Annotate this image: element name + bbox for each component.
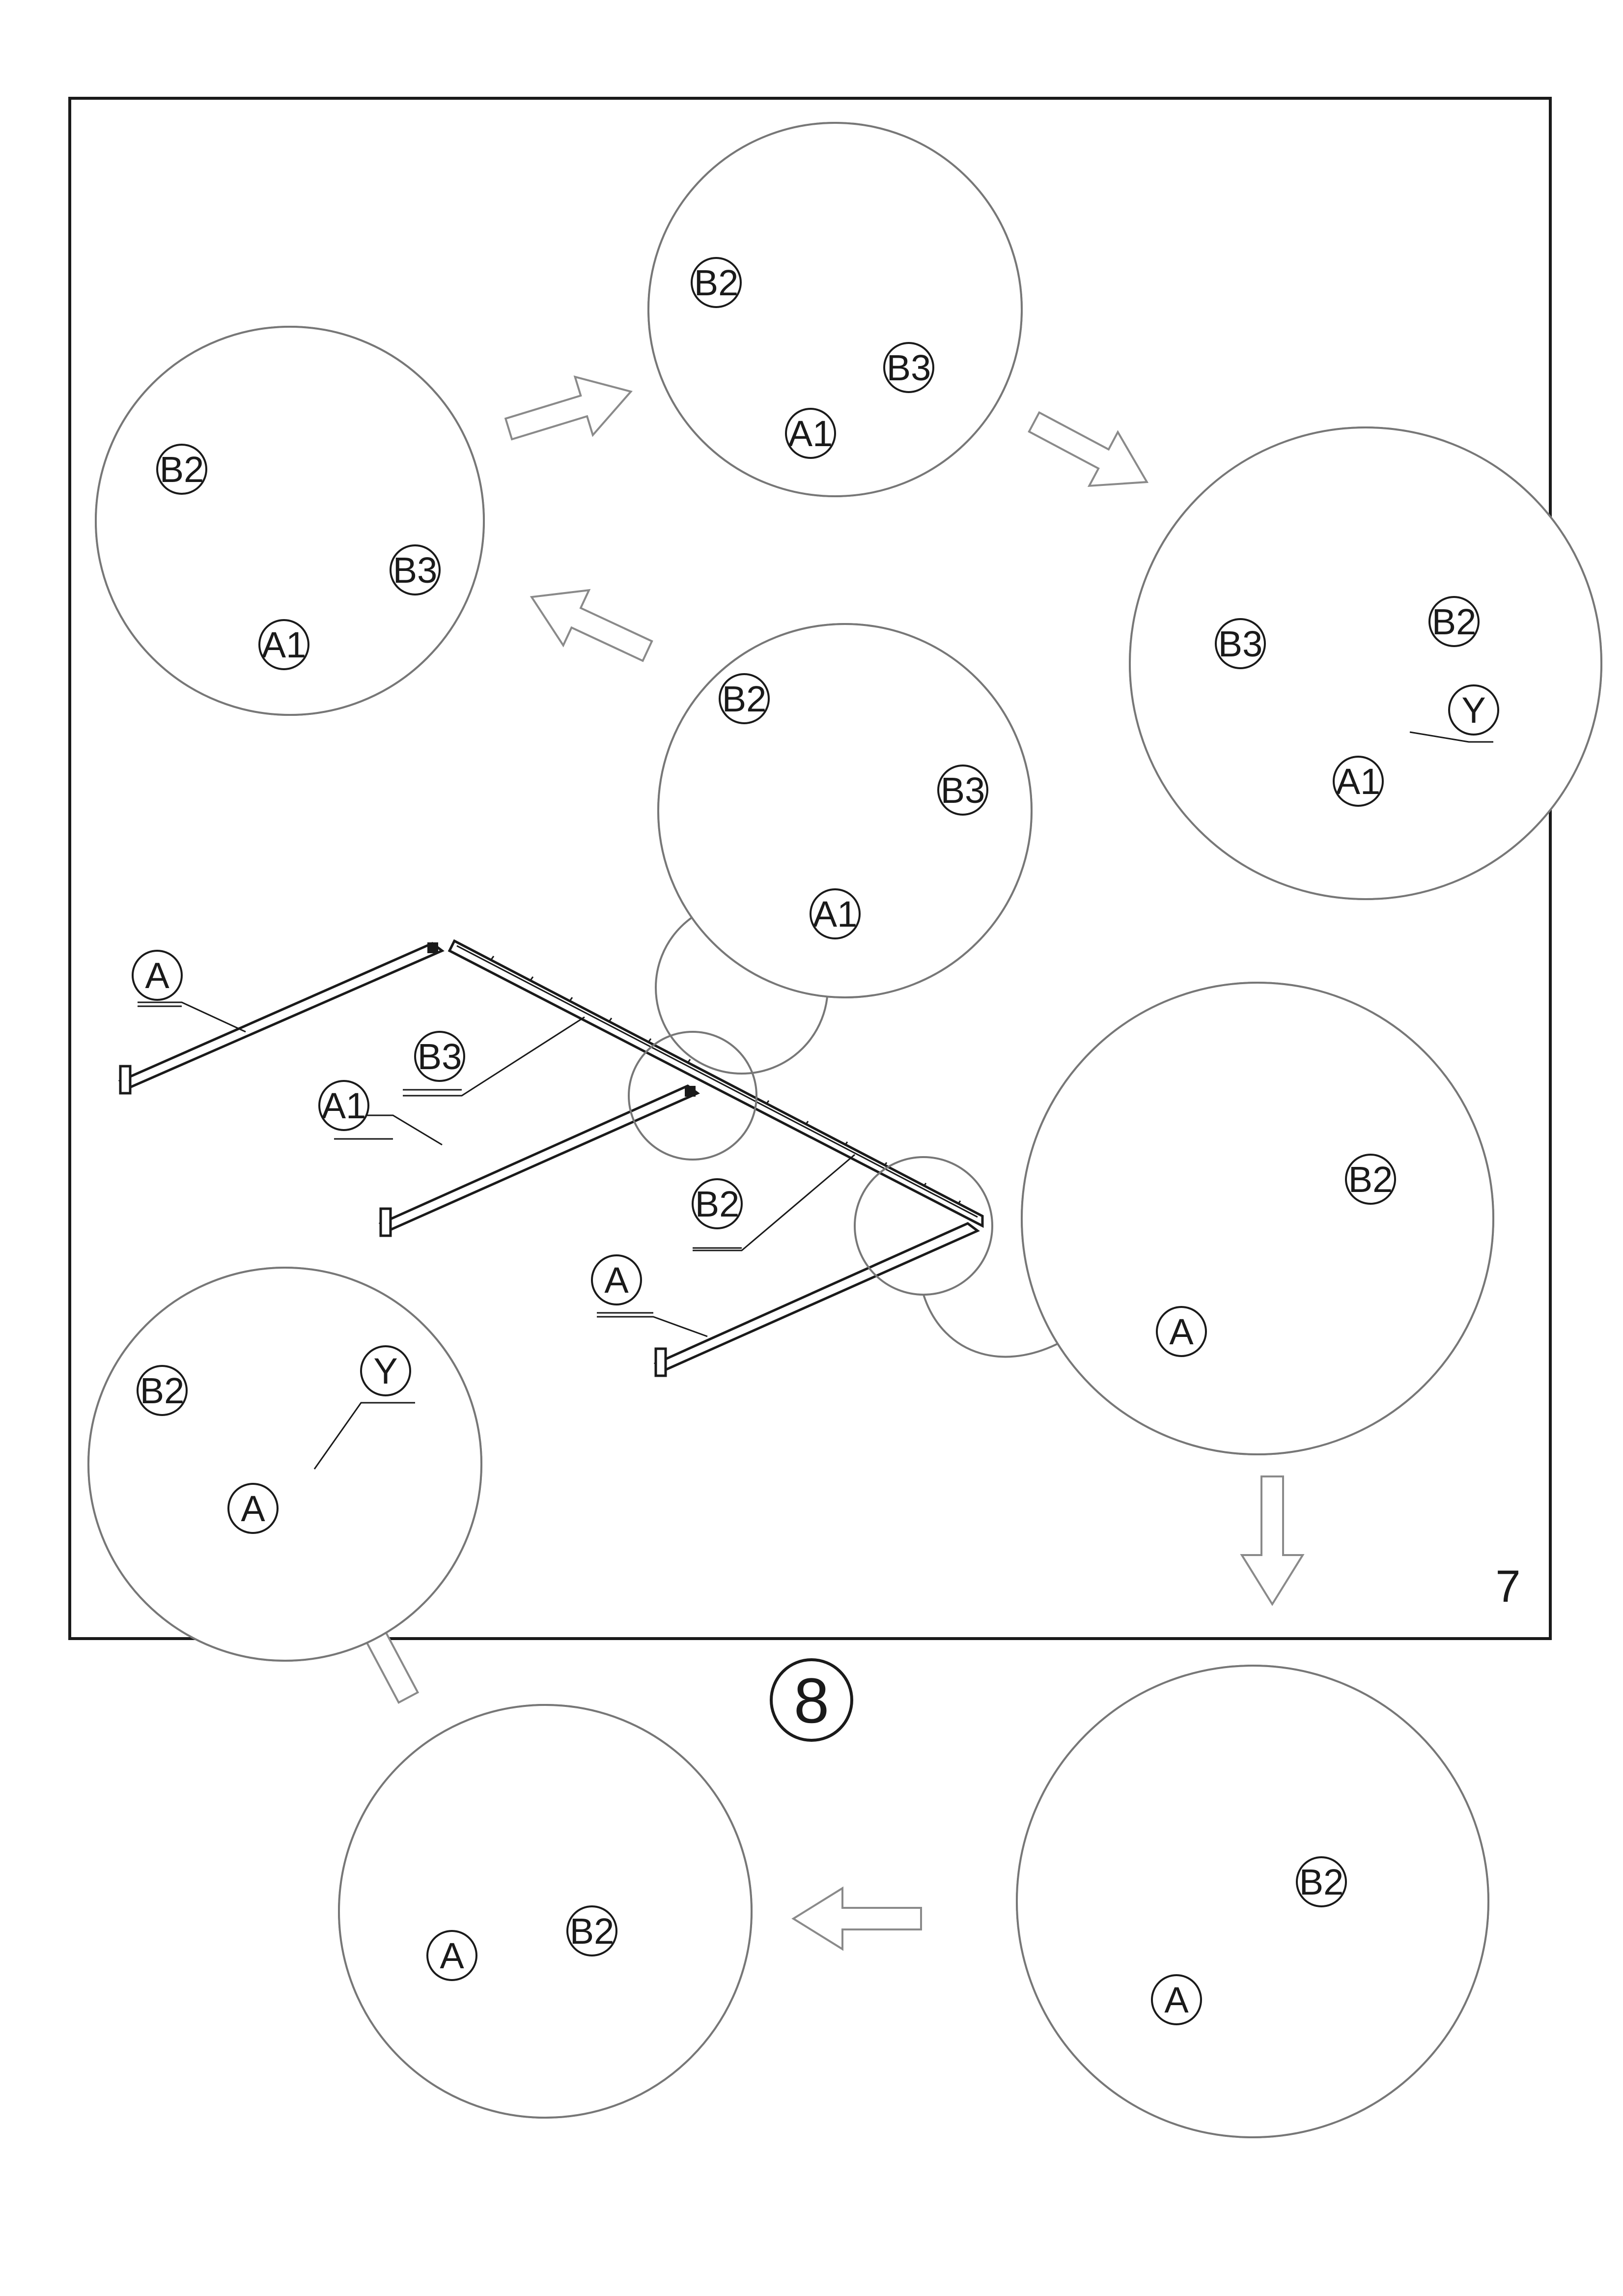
svg-text:B2: B2 [722,679,767,719]
label-y: Y [360,1345,411,1396]
label-a1: A1 [785,408,836,459]
label-a: A [227,1483,279,1534]
svg-text:A: A [440,1935,464,1976]
svg-text:A: A [241,1488,265,1529]
detail-leg-attached [338,1704,753,2119]
svg-text:B3: B3 [887,347,931,388]
svg-text:A1: A1 [322,1085,366,1126]
svg-text:A1: A1 [813,894,858,935]
svg-text:B3: B3 [941,770,985,811]
svg-text:A: A [145,955,169,996]
svg-text:B3: B3 [393,550,438,591]
detail-joint-closed [647,122,1023,497]
svg-text:Y: Y [373,1351,397,1391]
svg-text:B2: B2 [570,1911,615,1952]
label-b2: B2 [1428,596,1480,647]
detail-leg-before-insertion [1021,982,1494,1455]
svg-text:Y: Y [1461,690,1485,731]
label-b3: B3 [390,544,441,595]
label-a1: A1 [258,619,309,670]
label-b2: B2 [719,673,770,724]
svg-text:A: A [1164,1980,1189,2020]
label-y: Y [1448,684,1499,736]
label-b3: B3 [937,765,988,816]
label-a: A [1151,1974,1202,2025]
svg-text:B2: B2 [695,1184,740,1224]
leader-lines [138,731,1493,1470]
label-b2: B2 [691,257,742,308]
arrow-icon [504,375,633,441]
arrow-icon [791,1886,922,1951]
sheet-number: 7 [1495,1561,1520,1612]
label-b3: B3 [414,1031,465,1082]
svg-text:B2: B2 [1432,601,1477,642]
svg-text:A: A [604,1260,629,1301]
detail-leg-pushed [1016,1665,1489,2138]
label-b3: B3 [1215,618,1266,669]
page-frame [68,97,1552,1640]
arrow-icon [1028,411,1149,487]
arrow-icon [530,589,653,662]
label-b2: B2 [1345,1154,1396,1205]
step-number-badge: 8 [770,1658,853,1742]
svg-text:A1: A1 [788,413,833,454]
label-a: A [132,950,183,1001]
arrow-icon [1240,1475,1305,1606]
label-b2: B2 [1296,1856,1347,1907]
svg-text:B2: B2 [1348,1159,1393,1200]
label-a: A [591,1254,642,1305]
label-b2: B2 [156,444,207,495]
svg-text:B2: B2 [160,449,204,490]
svg-text:B2: B2 [694,262,739,303]
label-b2: B2 [692,1178,743,1229]
label-b3: B3 [883,342,934,393]
detail-joint-inserted [95,326,485,716]
label-b2: B2 [566,1905,617,1956]
svg-text:A1: A1 [262,624,307,665]
label-a1: A1 [810,888,861,939]
label-a: A [426,1930,477,1981]
svg-text:B3: B3 [418,1036,462,1077]
detail-corner-screwed [87,1267,482,1662]
part-labels: B2 B3 A1 B2 B3 A1 B3 B2 Y A1 B2 B3 A1 [132,257,1499,2025]
svg-text:B2: B2 [140,1370,185,1411]
svg-text:A: A [1169,1311,1194,1352]
label-a1: A1 [1333,756,1384,807]
label-a1: A1 [318,1080,369,1131]
label-b2: B2 [137,1365,188,1416]
svg-text:A1: A1 [1336,761,1381,802]
svg-text:B2: B2 [1299,1862,1344,1902]
detail-joint-screwed [1129,426,1602,900]
frame-overview [118,939,1072,1377]
step-number: 8 [794,1665,829,1736]
flow-arrows [343,375,1305,1951]
label-a: A [1156,1306,1207,1357]
detail-joint-before-insertion [655,623,1033,1075]
svg-text:B3: B3 [1218,624,1263,664]
